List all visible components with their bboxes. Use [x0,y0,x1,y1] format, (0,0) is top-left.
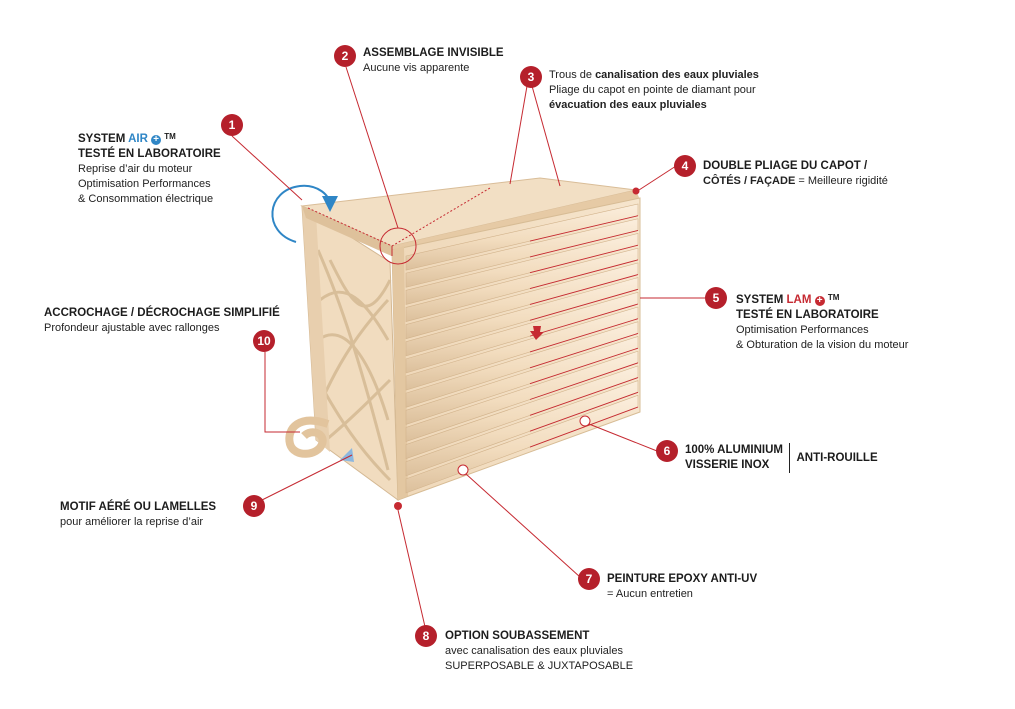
curved-airflow-arrow-icon [271,184,338,243]
callout-8-title: OPTION SOUBASSEMENT [445,630,590,642]
louvre-highlight [529,244,639,274]
marker-dot-4 [632,187,640,195]
divider [788,443,791,473]
callout-4-title: DOUBLE PLIAGE DU CAPOT / [703,160,868,172]
callout-1-title: SYSTEM AIR + TM [78,132,176,145]
louvre-highlight [529,229,639,258]
plus-icon: + [151,135,162,145]
plus-icon: + [814,296,825,306]
down-arrow-icon [530,326,544,340]
callout-double-fold: DOUBLE PLIAGE DU CAPOT / CÔTÉS / FAÇADE … [703,159,888,189]
callout-7-line: = Aucun entretien [607,588,693,600]
callout-3-line2: Pliage du capot en pointe de diamant pou… [549,84,756,96]
badge-9: 9 [243,495,265,517]
louvre-highlight [529,362,639,400]
callout-base-option: OPTION SOUBASSEMENT avec canalisation de… [445,629,633,674]
callout-1-line: & Consommation électrique [78,193,214,205]
callout-1-title2: TESTÉ EN LABORATOIRE [78,148,221,160]
louvre-highlight [529,347,639,385]
callout-aluminium: 100% ALUMINIUM VISSERIE INOX ANTI-ROUILL… [685,443,878,473]
callout-5-title2: TESTÉ EN LABORATOIRE [736,309,879,321]
callout-airy-pattern: MOTIF AÉRÉ OU LAMELLES pour améliorer la… [60,500,216,530]
louvre-highlight [529,332,639,369]
badge-8: 8 [415,625,437,647]
callout-lam-system: SYSTEM LAM + TM TESTÉ EN LABORATOIRE Opt… [736,290,908,353]
callout-6-title2: VISSERIE INOX [685,459,770,471]
badge-10: 10 [253,330,275,352]
louvre-highlight [529,288,639,321]
marker-dot-7 [457,464,469,476]
callout-air-system: SYSTEM AIR + TM TESTÉ EN LABORATOIRE Rep… [78,129,221,207]
callout-1-line: Optimisation Performances [78,178,211,190]
callout-9-line: pour améliorer la reprise d’air [60,516,204,528]
marker-dot-6 [579,415,591,427]
wall-hook-bracket [285,416,330,458]
badge-3: 3 [520,66,542,88]
louvre-highlight [529,274,639,305]
badge-5: 5 [705,287,727,309]
front-louvres [391,197,641,501]
louvre-highlight [529,318,639,353]
marker-dot-8 [394,502,402,510]
callout-1-line: Reprise d’air du moteur [78,163,193,175]
callout-epoxy: PEINTURE EPOXY ANTI-UV = Aucun entretien [607,572,757,602]
callout-8-line: SUPERPOSABLE & JUXTAPOSABLE [445,660,634,672]
callout-rainwater: Trous de canalisation des eaux pluviales… [549,68,759,113]
badge-1: 1 [221,114,243,136]
louvre-highlight [529,215,639,242]
callout-7-title: PEINTURE EPOXY ANTI-UV [607,573,758,585]
callout-9-title: MOTIF AÉRÉ OU LAMELLES [60,501,217,513]
callout-invisible-assembly: ASSEMBLAGE INVISIBLE Aucune vis apparent… [363,46,504,76]
badge-6: 6 [656,440,678,462]
callout-3-line3: évacuation des eaux pluviales [549,99,707,111]
louvre-highlight [529,259,639,290]
louvre-highlight [529,391,639,432]
callout-8-line: avec canalisation des eaux pluviales [445,645,623,657]
callout-5-title: SYSTEM LAM + TM [736,293,840,306]
louvre-highlight [529,377,639,416]
callout-2-line: Aucune vis apparente [363,62,470,74]
callout-4-line: CÔTÉS / FAÇADE = Meilleure rigidité [703,175,888,187]
callout-hanging: ACCROCHAGE / DÉCROCHAGE SIMPLIFIÉ Profon… [44,306,280,336]
badge-4: 4 [674,155,696,177]
airflow-triangle-icon [340,448,354,462]
callout-3-line1: Trous de canalisation des eaux pluviales [549,69,759,81]
callout-5-line: & Obturation de la vision du moteur [736,339,909,351]
callout-6-side: ANTI-ROUILLE [796,451,878,464]
callout-10-title: ACCROCHAGE / DÉCROCHAGE SIMPLIFIÉ [44,307,280,319]
louvre-highlight [529,406,639,448]
badge-2: 2 [334,45,356,67]
leader-lines [231,66,705,632]
callout-2-title: ASSEMBLAGE INVISIBLE [363,47,504,59]
callout-10-line: Profondeur ajustable avec rallonges [44,322,220,334]
badge-7: 7 [578,568,600,590]
callout-6-title: 100% ALUMINIUM [685,444,783,456]
callout-5-line: Optimisation Performances [736,324,869,336]
louvre-highlight [529,303,639,337]
